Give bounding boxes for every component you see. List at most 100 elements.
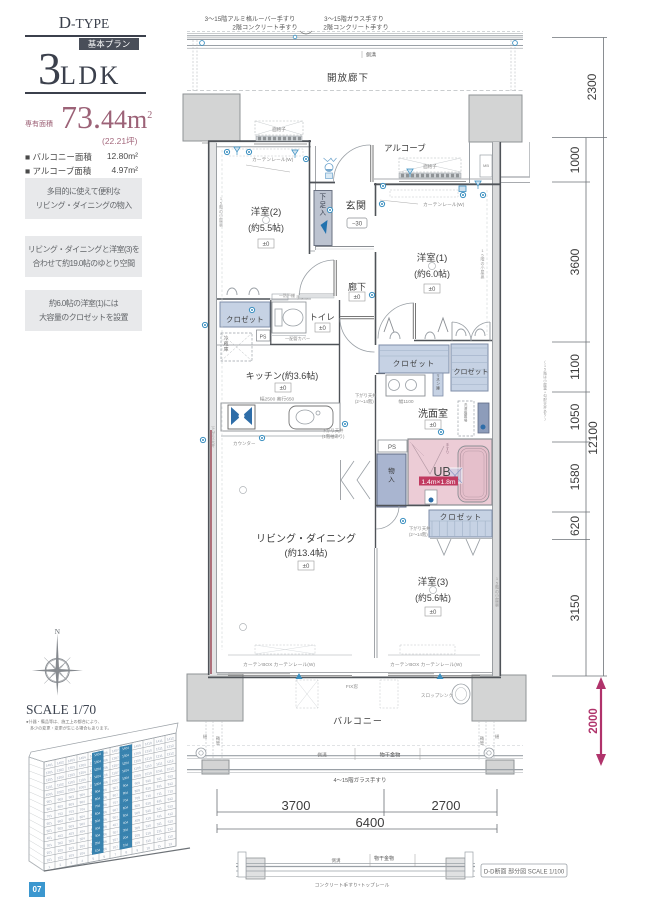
svg-text:クロゼット: クロゼット [226,315,264,324]
svg-text:504: 504 [123,813,129,818]
svg-text:小: 小 [495,592,499,598]
svg-text:2階コンクリート手すり: 2階コンクリート手すり [232,24,297,32]
svg-text:は: は [543,374,547,379]
svg-text:5: 5 [496,580,499,585]
svg-text:±0: ±0 [354,295,361,301]
svg-text:2700: 2700 [432,798,461,813]
svg-text:2階コンクリート手すり: 2階コンクリート手すり [323,24,388,32]
svg-text:411: 411 [156,814,162,819]
svg-text:スロップシンク: スロップシンク [421,693,453,699]
svg-text:807: 807 [112,793,118,798]
svg-text:202: 202 [57,848,63,853]
svg-text:404: 404 [79,829,85,834]
svg-text:FIX窓: FIX窓 [346,683,358,690]
svg-text:1: 1 [544,364,546,368]
svg-text:5: 5 [544,368,546,372]
svg-text:704: 704 [123,798,129,803]
svg-text:多少の変更・変更が生じる場合もあります。: 多少の変更・変更が生じる場合もあります。 [30,725,111,731]
svg-text:12: 12 [168,842,173,847]
svg-text:裏: 裏 [219,221,223,227]
svg-text:1309: 1309 [133,751,141,756]
svg-text:玄関: 玄関 [346,199,367,212]
svg-text:N: N [55,627,61,636]
svg-text:天: 天 [543,402,547,406]
svg-text:クロゼット: クロゼット [393,358,436,368]
svg-text:カーテンレール(W): カーテンレール(W) [252,157,294,163]
svg-text:10: 10 [146,846,151,851]
svg-text:一防戸棚: 一防戸棚 [279,292,295,298]
svg-text:106: 106 [101,847,107,852]
svg-text:201: 201 [46,850,52,855]
svg-text:機: 機 [464,410,468,415]
svg-text:手: 手 [446,442,450,447]
svg-text:802: 802 [57,804,63,809]
svg-text:幅2500 奥行650: 幅2500 奥行650 [260,396,295,403]
svg-text:8: 8 [125,850,128,854]
svg-text:1.4m×1.8m: 1.4m×1.8m [421,479,456,486]
svg-text:±0: ±0 [430,423,437,429]
svg-text:5: 5 [92,857,95,861]
svg-text:1104: 1104 [94,774,102,779]
svg-text:±0: ±0 [280,386,287,392]
svg-text:±0: ±0 [429,287,436,293]
svg-text:洗面室: 洗面室 [418,407,448,420]
svg-text:506: 506 [101,817,107,822]
svg-text:602: 602 [57,819,63,824]
svg-text:301: 301 [46,843,52,848]
svg-text:804: 804 [123,790,129,795]
svg-text:101: 101 [46,857,52,862]
svg-text:1211: 1211 [156,754,164,759]
svg-text:キッチン(約3.6帖): キッチン(約3.6帖) [246,370,319,381]
svg-text:1212: 1212 [166,751,174,756]
svg-text:D-D断面 部分図 SCALE 1/100: D-D断面 部分図 SCALE 1/100 [484,868,565,876]
svg-text:701: 701 [46,814,52,819]
svg-text:1110: 1110 [145,763,153,768]
svg-text:910: 910 [145,778,151,783]
svg-text:609: 609 [134,803,140,808]
svg-text:1004: 1004 [122,775,130,780]
svg-text:1204: 1204 [78,770,86,775]
svg-text:下: 下 [320,193,327,201]
svg-text:屋: 屋 [543,382,547,387]
svg-text:706: 706 [101,802,107,807]
svg-text:置: 置 [464,414,468,419]
svg-text:UB: UB [433,465,450,479]
svg-text:(約6.0帖): (約6.0帖) [414,268,450,279]
svg-text:1: 1 [496,576,499,581]
svg-text:704: 704 [79,807,85,812]
svg-text:3600: 3600 [568,248,582,275]
svg-text:階: 階 [481,256,485,262]
svg-text:304: 304 [79,836,85,841]
svg-text:±0: ±0 [430,610,437,616]
svg-text:103: 103 [68,853,74,858]
svg-text:707: 707 [112,800,118,805]
svg-text:603: 603 [68,816,74,821]
svg-text:1012: 1012 [166,766,174,771]
svg-text:1201: 1201 [45,777,53,782]
svg-text:303: 303 [68,838,74,843]
svg-text:407: 407 [112,822,118,827]
svg-text:304: 304 [123,828,129,833]
svg-text:1411: 1411 [156,739,164,744]
svg-text:811: 811 [156,784,162,789]
svg-text:ン: ン [436,382,440,386]
svg-text:管: 管 [480,740,484,747]
svg-text:クロゼット: クロゼット [440,512,483,522]
svg-text:1002: 1002 [56,789,64,794]
svg-text:203: 203 [68,846,74,851]
svg-text:306: 306 [101,832,107,837]
svg-text:1204: 1204 [94,767,102,772]
svg-text:1203: 1203 [67,772,75,777]
svg-text:クロゼット: クロゼット [454,367,489,376]
svg-text:601: 601 [46,821,52,826]
svg-text:): ) [544,417,545,421]
svg-text:(約5.6帖): (約5.6帖) [415,592,451,603]
svg-text:312: 312 [167,819,173,824]
svg-text:1401: 1401 [45,762,53,767]
svg-text:104: 104 [79,851,85,856]
svg-text:1007: 1007 [111,778,119,783]
svg-text:1412: 1412 [166,736,174,741]
svg-text:廊下: 廊下 [348,281,366,292]
svg-text:606: 606 [101,810,107,815]
svg-text:カーテンBOX カーテンレール(W): カーテンBOX カーテンレール(W) [390,662,462,668]
